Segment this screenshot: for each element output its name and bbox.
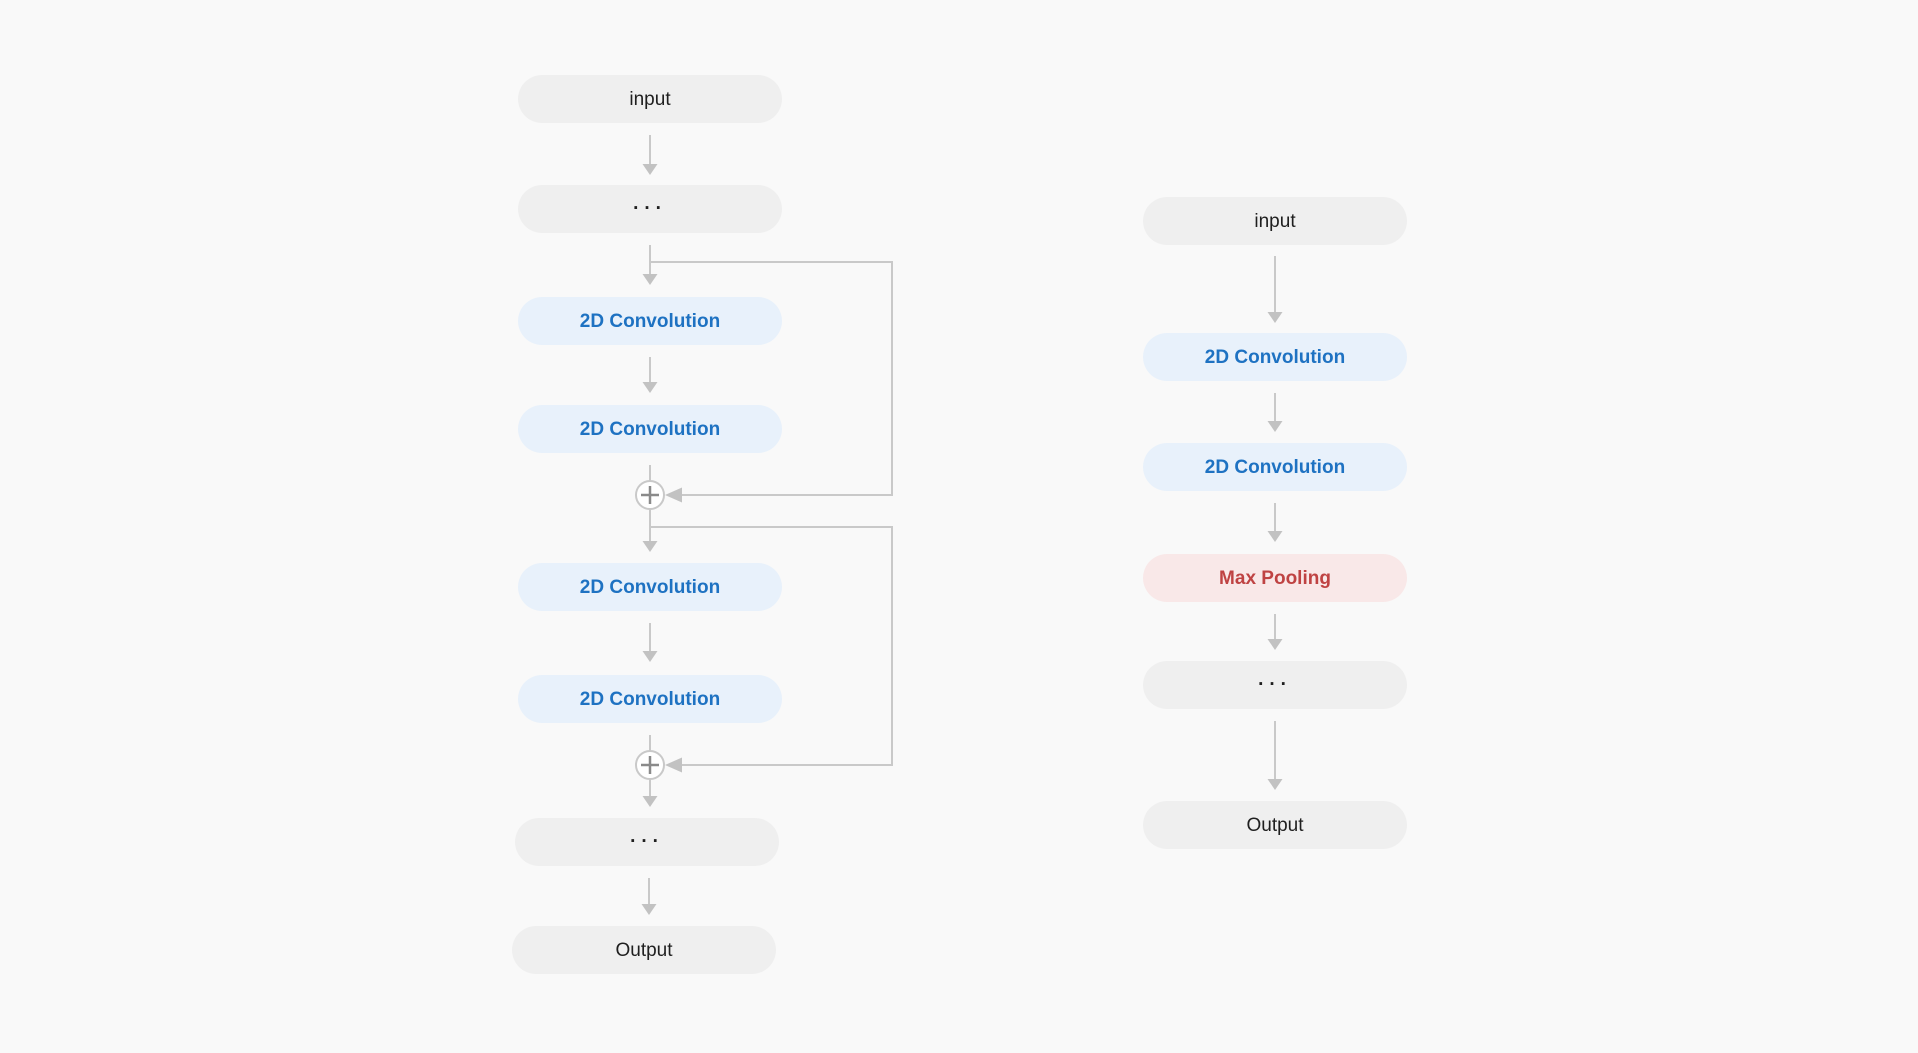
down-arrow-icon bbox=[1267, 256, 1283, 323]
down-arrow-icon bbox=[641, 878, 657, 915]
down-arrow-icon bbox=[1267, 503, 1283, 542]
node-max-pooling: Max Pooling bbox=[1143, 554, 1407, 602]
node-input: input bbox=[1143, 197, 1407, 245]
node-conv: 2D Convolution bbox=[518, 297, 782, 345]
down-arrow-icon bbox=[642, 623, 658, 662]
down-arrow-icon bbox=[1267, 393, 1283, 432]
node-output: Output bbox=[1143, 801, 1407, 849]
ellipsis-label: ... bbox=[630, 825, 664, 847]
node-ellipsis: ... bbox=[1143, 661, 1407, 709]
down-arrow-icon bbox=[1267, 614, 1283, 650]
skip-connection-line bbox=[650, 261, 893, 503]
node-input: input bbox=[518, 75, 782, 123]
node-conv: 2D Convolution bbox=[518, 563, 782, 611]
down-arrow-icon bbox=[642, 779, 658, 807]
down-arrow-icon bbox=[642, 509, 658, 552]
plus-in-circle-icon bbox=[635, 750, 665, 780]
node-ellipsis: ... bbox=[515, 818, 779, 866]
down-arrow-icon bbox=[642, 245, 658, 285]
skip-connection-line bbox=[650, 526, 893, 773]
down-arrow-icon bbox=[1267, 721, 1283, 790]
down-arrow-icon bbox=[642, 357, 658, 393]
node-conv: 2D Convolution bbox=[1143, 443, 1407, 491]
plus-in-circle-icon bbox=[635, 480, 665, 510]
node-conv: 2D Convolution bbox=[518, 675, 782, 723]
node-ellipsis: ... bbox=[518, 185, 782, 233]
ellipsis-label: ... bbox=[633, 192, 667, 214]
node-output: Output bbox=[512, 926, 776, 974]
node-conv: 2D Convolution bbox=[1143, 333, 1407, 381]
down-arrow-icon bbox=[642, 135, 658, 175]
ellipsis-label: ... bbox=[1258, 668, 1292, 690]
node-conv: 2D Convolution bbox=[518, 405, 782, 453]
